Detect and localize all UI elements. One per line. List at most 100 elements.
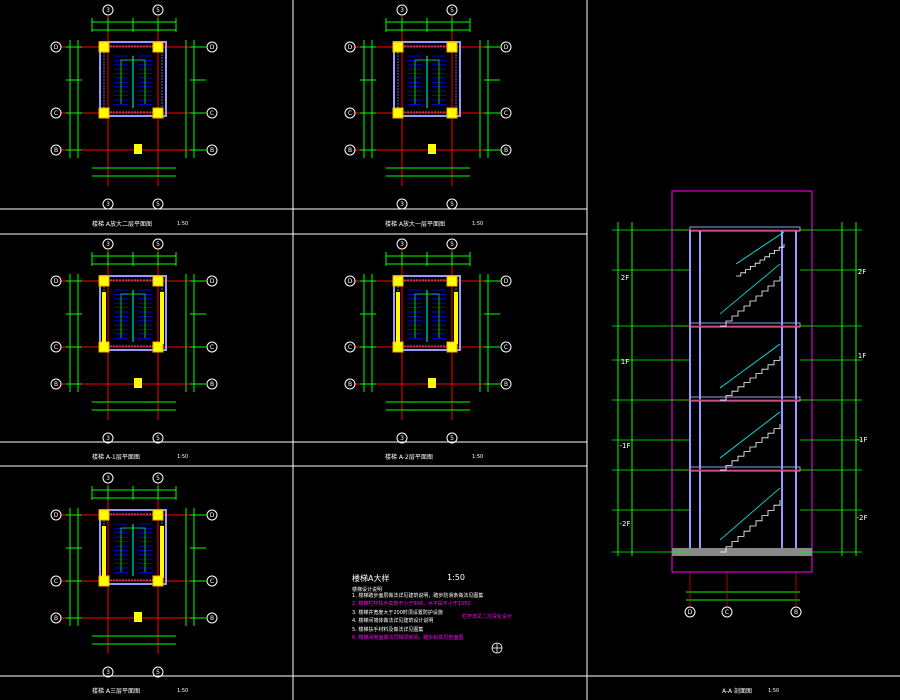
axis-bubble	[206, 575, 218, 587]
column	[446, 41, 458, 53]
axis-bubble	[206, 41, 218, 53]
note-line: 3. 楼梯井宽度大于200时须设置防护设施	[352, 609, 443, 616]
axis-label: 5	[156, 7, 160, 14]
axis-label: C	[210, 344, 214, 351]
axis-bubble	[152, 666, 164, 678]
railing	[102, 526, 106, 578]
plan-title: 楼梯 A三层平面图	[92, 688, 141, 695]
axis-bubble	[50, 144, 62, 156]
note-line: 4. 楼梯间墙体做法详见建筑设计说明	[352, 618, 434, 625]
axis-bubble	[50, 341, 62, 353]
note-line: 2. 楼梯栏杆扶手高度不小于900，水平段不小于1050	[352, 601, 471, 608]
axis-bubble	[102, 238, 114, 250]
section-title: A-A 剖面图	[722, 688, 753, 695]
axis-bubble	[500, 341, 512, 353]
slab-outline	[689, 466, 801, 472]
axis-label: B	[54, 615, 58, 622]
axis-label: C	[504, 344, 508, 351]
axis-label: 3	[106, 241, 110, 248]
axis-label: B	[504, 381, 508, 388]
axis-bubble	[50, 275, 62, 287]
axis-bubble	[446, 238, 458, 250]
axis-label: 5	[156, 475, 160, 482]
railing	[102, 292, 106, 344]
section-handrail	[735, 231, 785, 265]
stair-wall	[99, 509, 167, 585]
axis-label: B	[794, 609, 798, 616]
axis-label: B	[210, 147, 214, 154]
floor-label: -1F	[856, 436, 867, 444]
axis-bubble	[446, 432, 458, 444]
axis-label: D	[54, 512, 59, 519]
axis-bubble	[50, 575, 62, 587]
column	[134, 144, 142, 154]
axis-bubble	[396, 4, 408, 16]
axis-bubble	[500, 378, 512, 390]
wall-hatch	[397, 45, 457, 113]
column	[98, 41, 110, 53]
column	[98, 509, 110, 521]
plan-scale: 1:50	[472, 221, 484, 227]
floor-label: 1F	[621, 358, 629, 366]
axis-label: 5	[450, 435, 454, 442]
column	[152, 575, 164, 587]
axis-label: D	[210, 44, 215, 51]
axis-label: D	[504, 278, 509, 285]
compass-icon	[491, 642, 503, 654]
axis-label: D	[348, 44, 353, 51]
section-handrail	[719, 487, 781, 541]
axis-bubble	[206, 144, 218, 156]
axis-label: D	[54, 278, 59, 285]
axis-bubble	[396, 238, 408, 250]
slab-outline	[689, 396, 801, 402]
axis-bubble	[206, 509, 218, 521]
stair-direction-arrow	[414, 59, 440, 104]
note-line: 1. 楼梯踏步面层做法详见建筑说明，踏步防滑条做法见图集	[352, 593, 484, 599]
notes-title: 楼梯A大样	[352, 574, 390, 583]
axis-bubble	[102, 4, 114, 16]
plan-scale: 1:50	[177, 688, 189, 694]
axis-bubble	[102, 472, 114, 484]
slab-outline	[689, 322, 801, 328]
axis-label: D	[54, 44, 59, 51]
axis-label: C	[54, 344, 58, 351]
section-handrail	[719, 343, 781, 389]
axis-bubble	[152, 238, 164, 250]
axis-bubble	[206, 275, 218, 287]
axis-label: 3	[400, 201, 404, 208]
axis-label: D	[210, 278, 215, 285]
axis-bubble	[152, 432, 164, 444]
column	[152, 107, 164, 119]
axis-bubble	[721, 606, 733, 618]
column	[98, 275, 110, 287]
axis-label: C	[348, 110, 352, 117]
section-scale: 1:50	[768, 688, 780, 694]
axis-label: C	[54, 578, 58, 585]
axis-label: 5	[156, 201, 160, 208]
stair-steps	[720, 276, 781, 327]
axis-bubble	[684, 606, 696, 618]
axis-label: 5	[450, 201, 454, 208]
axis-bubble	[500, 41, 512, 53]
axis-label: B	[348, 381, 352, 388]
floor-label: -2F	[856, 514, 867, 522]
axis-bubble	[50, 107, 62, 119]
section-stairs	[719, 231, 785, 553]
railing	[160, 526, 164, 578]
section-handrail	[719, 411, 781, 459]
stair-direction-arrow	[120, 59, 146, 104]
stair-steps	[736, 244, 785, 277]
axis-bubble	[206, 341, 218, 353]
axis-label: D	[348, 278, 353, 285]
axis-bubble	[344, 144, 356, 156]
axis-bubble	[206, 612, 218, 624]
axis-label: D	[688, 609, 693, 616]
column	[428, 144, 436, 154]
stair-wall	[99, 275, 167, 351]
